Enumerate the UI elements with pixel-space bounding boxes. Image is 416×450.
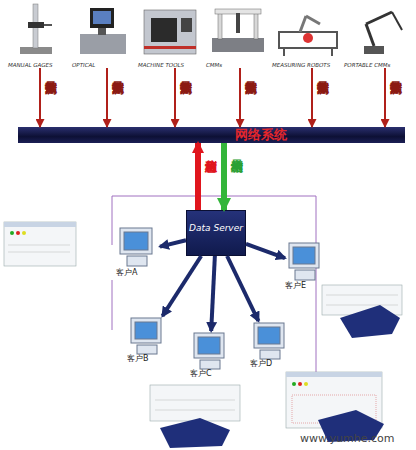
machine-box: PORTABLE CMMs (344, 2, 414, 68)
connector-arrow (311, 68, 313, 127)
connector-arrow (384, 68, 386, 127)
node-label: 客户C (190, 368, 212, 379)
height-gauge (20, 4, 52, 54)
connector-arrow (106, 68, 108, 127)
machine-tool (144, 10, 196, 54)
node-label: MACHINE TOOLS (138, 63, 202, 69)
node-label: 客户D (250, 358, 272, 369)
machine-box: MANUAL GAGES (8, 2, 66, 68)
connector-arrow (162, 256, 201, 316)
client-computer: 客户D (250, 321, 290, 369)
connector-arrow (221, 143, 227, 210)
node-label: CMMs (206, 63, 268, 69)
node-label: Data Server (187, 223, 245, 233)
client-computer: 客户B (127, 316, 167, 364)
watermark: www.yumhe.com (300, 432, 394, 445)
node-label: 客户E (285, 280, 306, 291)
network-band: 网络系统 (18, 127, 405, 143)
server-box: Data Server (186, 210, 246, 256)
node-label: OPTICAL (72, 63, 134, 69)
machine-box: CMMs (206, 2, 268, 68)
connector-arrow (227, 256, 258, 321)
portable-arm (364, 12, 402, 54)
measuring-robot (279, 16, 337, 56)
connector-arrow (195, 143, 201, 210)
machine-box: MACHINE TOOLS (138, 2, 202, 68)
node-label: 客户B (127, 353, 149, 364)
node-label: 网络系统 (235, 127, 287, 143)
connector-arrow (160, 240, 186, 246)
connector-arrow (211, 256, 215, 331)
node-label: 客户A (116, 267, 137, 278)
client-computer: 客户E (285, 241, 329, 291)
machine-box: OPTICAL (72, 2, 134, 68)
cmm-machine (212, 9, 264, 52)
connector-arrow (174, 68, 176, 127)
node-label: MEASURING ROBOTS (272, 63, 340, 69)
machine-box: MEASURING ROBOTS (272, 2, 340, 68)
client-computer: 客户A (116, 226, 160, 278)
node-label: PORTABLE CMMs (344, 63, 414, 69)
connector-arrow (239, 68, 241, 127)
part-models (160, 305, 400, 448)
node-label: MANUAL GAGES (8, 63, 66, 69)
connector-arrow (246, 244, 285, 258)
connector-arrow (39, 68, 41, 127)
client-computer: 客户C (190, 331, 230, 379)
optical-machine (80, 8, 126, 54)
